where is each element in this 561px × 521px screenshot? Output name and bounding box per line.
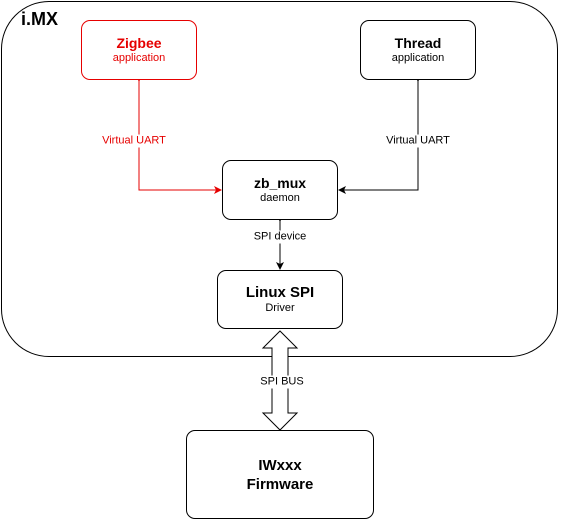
- iwxxx-title: IWxxx: [258, 456, 302, 474]
- thread-virtual-uart-connector: [338, 74, 422, 194]
- zigbee-virtual-uart-label: Virtual UART: [102, 134, 166, 148]
- thread-virtual-uart-label: Virtual UART: [386, 134, 450, 148]
- zb-mux-daemon-box: zb_mux daemon: [222, 160, 338, 220]
- thread-application-box: Thread application: [360, 20, 476, 80]
- zigbee-subtitle: application: [112, 52, 166, 64]
- spi-bus-label: SPI BUS: [260, 375, 304, 389]
- spi-device-label: SPI device: [253, 230, 307, 244]
- thread-title: Thread: [394, 35, 442, 51]
- zb-mux-title: zb_mux: [253, 175, 307, 191]
- zigbee-virtual-uart-connector: [135, 74, 222, 194]
- iwxxx-firmware-box: IWxxx Firmware: [186, 430, 374, 519]
- zigbee-title: Zigbee: [116, 35, 162, 51]
- thread-subtitle: application: [391, 52, 445, 64]
- zigbee-application-box: Zigbee application: [81, 20, 197, 80]
- container-title: i.MX: [21, 9, 59, 29]
- linux-spi-title: Linux SPI: [245, 284, 315, 301]
- linux-spi-driver-box: Linux SPI Driver: [217, 270, 343, 329]
- zb-mux-subtitle: daemon: [260, 192, 300, 204]
- linux-spi-subtitle: Driver: [265, 302, 295, 314]
- firmware-title: Firmware: [246, 475, 314, 493]
